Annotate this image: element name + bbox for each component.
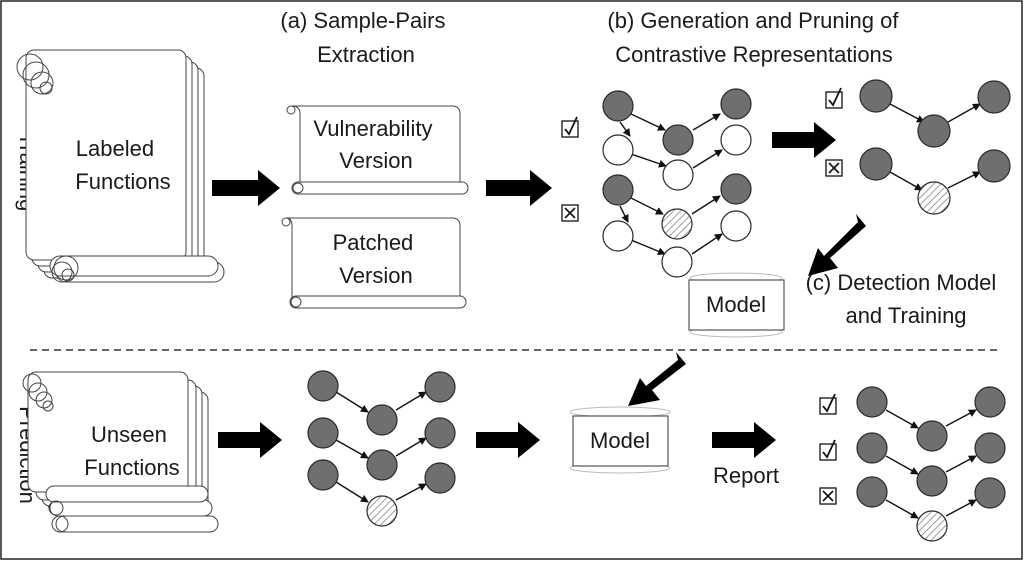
crossed-box-icon bbox=[561, 204, 579, 222]
prediction-model-box bbox=[569, 406, 671, 474]
step-b-title: (b) Generation and Pruning of Contrastiv… bbox=[607, 8, 904, 67]
step-c-title: (c) Detection Model and Training bbox=[806, 270, 1003, 328]
arrow-to-prediction-model bbox=[476, 422, 540, 458]
training-model-box bbox=[688, 272, 785, 338]
arrow-to-generation bbox=[486, 170, 552, 206]
report-graphs bbox=[856, 386, 1006, 542]
vulnerability-version-label: Vulnerability Version bbox=[313, 116, 438, 173]
training-model-label: Model bbox=[706, 292, 766, 317]
unseen-functions-label: Unseen Functions bbox=[84, 422, 179, 480]
labeled-functions-scroll-stack bbox=[16, 49, 225, 283]
prediction-graphs bbox=[307, 370, 456, 527]
crossed-box-icon bbox=[819, 487, 837, 505]
arrow-to-pruned bbox=[772, 122, 836, 158]
labeled-functions-label: Labeled Functions bbox=[75, 136, 170, 194]
patched-version-scroll bbox=[281, 217, 467, 309]
arrow-to-prediction-graphs bbox=[218, 422, 282, 458]
patched-graph bbox=[602, 173, 752, 278]
arrow-to-detection-model bbox=[808, 214, 866, 276]
step-a-title: (a) Sample-Pairs Extraction bbox=[280, 8, 451, 67]
crossed-box-icon bbox=[825, 159, 843, 177]
vulnerability-version-scroll bbox=[286, 105, 469, 195]
report-label: Report bbox=[713, 463, 779, 488]
pruned-patched-graph bbox=[859, 147, 1011, 215]
arrow-to-sample-pairs bbox=[212, 170, 280, 206]
arrow-to-report bbox=[712, 422, 776, 458]
unseen-functions-scroll-stack bbox=[22, 371, 219, 533]
prediction-model-label: Model bbox=[590, 428, 650, 453]
arrow-trained-model-to-prediction bbox=[628, 352, 686, 406]
checked-box-icon bbox=[561, 116, 579, 138]
checked-box-icon bbox=[819, 393, 837, 415]
patched-version-label: Patched Version bbox=[333, 230, 420, 288]
pruned-vulnerability-graph bbox=[859, 79, 1011, 148]
checked-box-icon bbox=[825, 87, 843, 109]
checked-box-icon bbox=[819, 439, 837, 461]
vulnerability-graph bbox=[602, 88, 752, 191]
